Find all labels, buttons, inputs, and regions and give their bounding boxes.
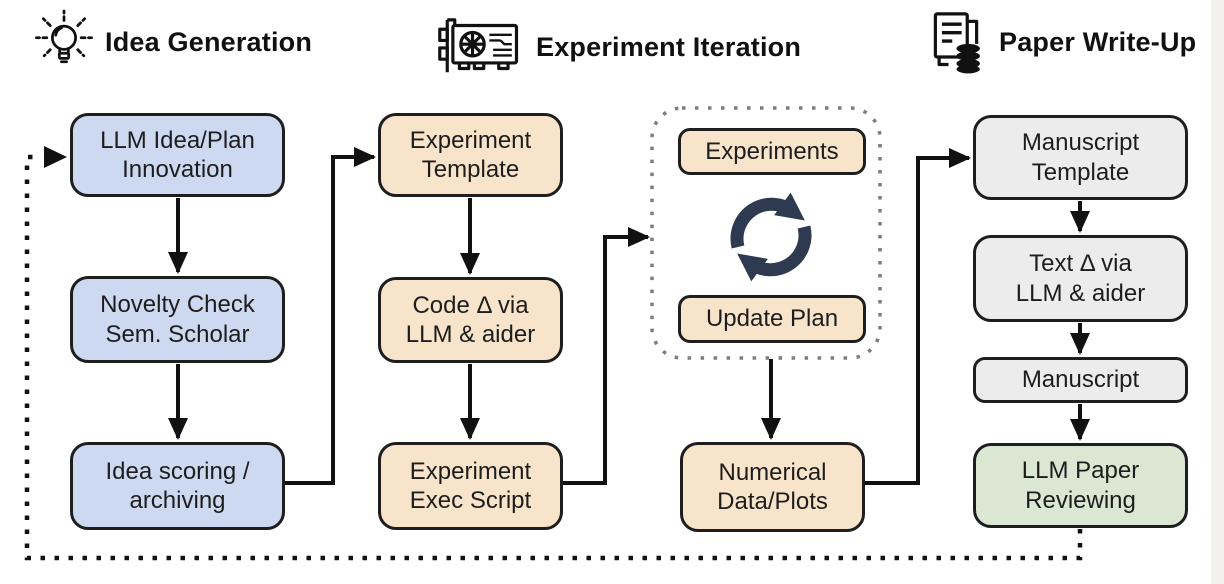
node-novelty-check: Novelty Check Sem. Scholar bbox=[70, 276, 285, 363]
section-title: Idea Generation bbox=[105, 26, 313, 57]
section-header-idea-generation: Idea Generation bbox=[33, 8, 312, 76]
node-update-plan: Update Plan bbox=[678, 295, 866, 343]
node-code-delta: Code Δ via LLM & aider bbox=[378, 277, 563, 363]
arrow-scoring-to-template bbox=[285, 147, 376, 485]
paper-database-icon bbox=[933, 12, 980, 74]
node-experiments: Experiments bbox=[678, 128, 866, 175]
node-llm-paper-reviewing: LLM Paper Reviewing bbox=[973, 443, 1188, 528]
arrow-exec-to-loop bbox=[563, 227, 650, 485]
flow-arrows bbox=[168, 147, 1090, 485]
cycle-icon bbox=[730, 192, 812, 282]
node-numerical-data-plots: Numerical Data/Plots bbox=[680, 442, 865, 532]
section-header-paper-writeup: Paper Write-Up bbox=[926, 10, 1196, 74]
node-experiment-template: Experiment Template bbox=[378, 113, 563, 197]
node-idea-scoring-archiving: Idea scoring / archiving bbox=[70, 442, 285, 530]
feedback-loop-dotted-line bbox=[24, 154, 1083, 561]
lightbulb-icon bbox=[35, 9, 93, 64]
page-edge-band bbox=[1211, 0, 1224, 584]
arrow-data-to-manuscript bbox=[865, 148, 971, 485]
node-manuscript: Manuscript bbox=[973, 357, 1188, 403]
node-text-delta: Text Δ via LLM & aider bbox=[973, 235, 1188, 322]
feedback-loop-arrowhead bbox=[44, 146, 67, 168]
node-llm-idea-plan-innovation: LLM Idea/Plan Innovation bbox=[70, 113, 285, 197]
node-experiment-exec-script: Experiment Exec Script bbox=[378, 442, 563, 530]
gpu-icon bbox=[438, 18, 519, 73]
section-title: Paper Write-Up bbox=[999, 26, 1197, 57]
section-title: Experiment Iteration bbox=[536, 31, 802, 62]
section-header-experiment-iteration: Experiment Iteration bbox=[436, 18, 801, 76]
experiment-loop-container bbox=[650, 106, 882, 360]
node-manuscript-template: Manuscript Template bbox=[973, 115, 1188, 200]
